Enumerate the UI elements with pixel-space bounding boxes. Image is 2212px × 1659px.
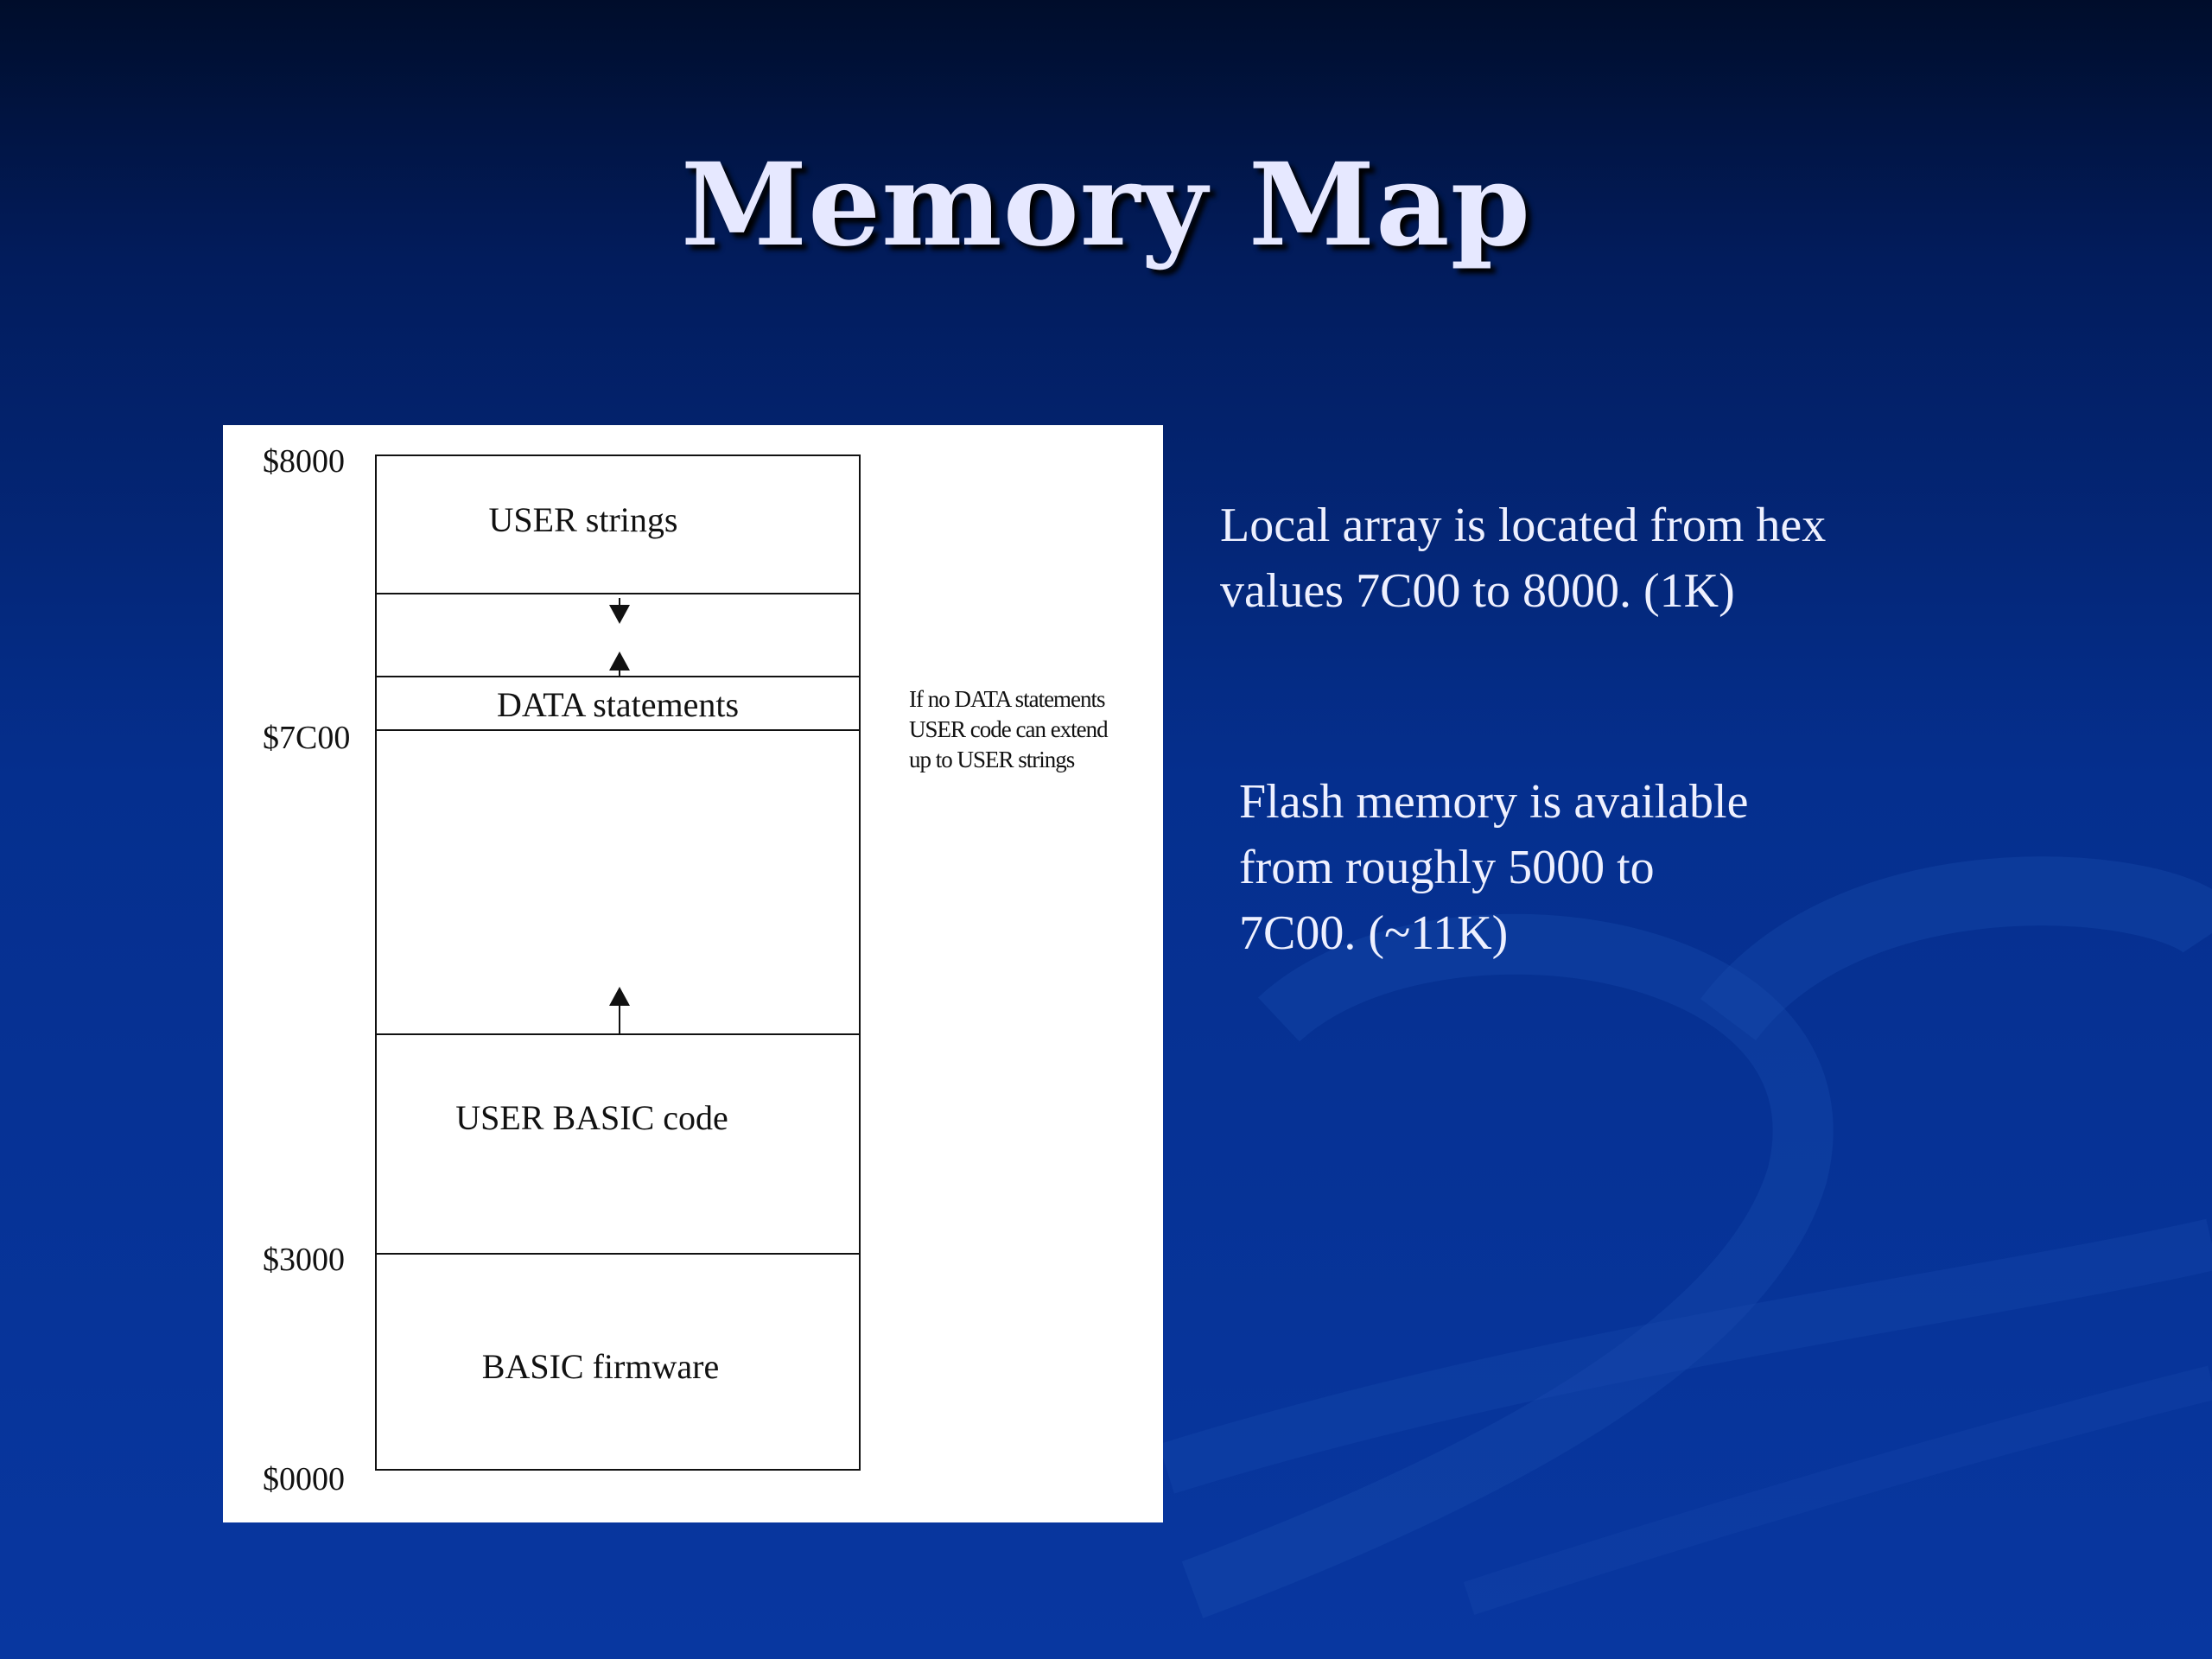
memory-map-diagram: $8000 $7C00 $3000 $0000 USER strings DAT… [223,425,1163,1522]
address-label-0000: $0000 [263,1461,345,1497]
memory-column: USER strings DATA statements USER BASIC … [375,454,861,1471]
local-array-line-2: values 7C00 to 8000. (1K) [1220,564,1735,618]
divider-user-code-top [377,1033,859,1035]
address-label-8000: $8000 [263,443,345,480]
local-array-text: Local array is located from hex values 7… [1220,493,1826,624]
arrow-up-icon [609,652,630,676]
region-user-strings: USER strings [488,500,678,539]
divider-user-strings [377,593,859,594]
flash-memory-line-1: Flash memory is available [1239,775,1749,829]
arrow-up-code-growth-icon [609,987,630,1035]
note-line-3: up to USER strings [909,747,1075,772]
region-basic-firmware: BASIC firmware [481,1347,720,1386]
flash-memory-line-2: from roughly 5000 to [1239,841,1655,894]
divider-data-top [377,676,859,677]
region-user-basic-code: USER BASIC code [455,1098,728,1137]
arrow-down-icon [609,598,630,624]
slide-title: Memory Map [681,138,1531,272]
address-label-3000: $3000 [263,1242,345,1278]
flash-memory-line-3: 7C00. (~11K) [1239,906,1509,960]
local-array-line-1: Local array is located from hex [1220,499,1827,552]
divider-data-bottom [377,729,859,731]
address-label-7c00: $7C00 [263,720,351,756]
flash-memory-text: Flash memory is available from roughly 5… [1239,769,1748,966]
region-data-statements: DATA statements [496,685,740,724]
divider-firmware-top [377,1253,859,1255]
note-line-1: If no DATA statements [909,686,1106,712]
note-line-2: USER code can extend [909,716,1109,742]
data-statements-note: If no DATA statements USER code can exte… [909,684,1160,775]
